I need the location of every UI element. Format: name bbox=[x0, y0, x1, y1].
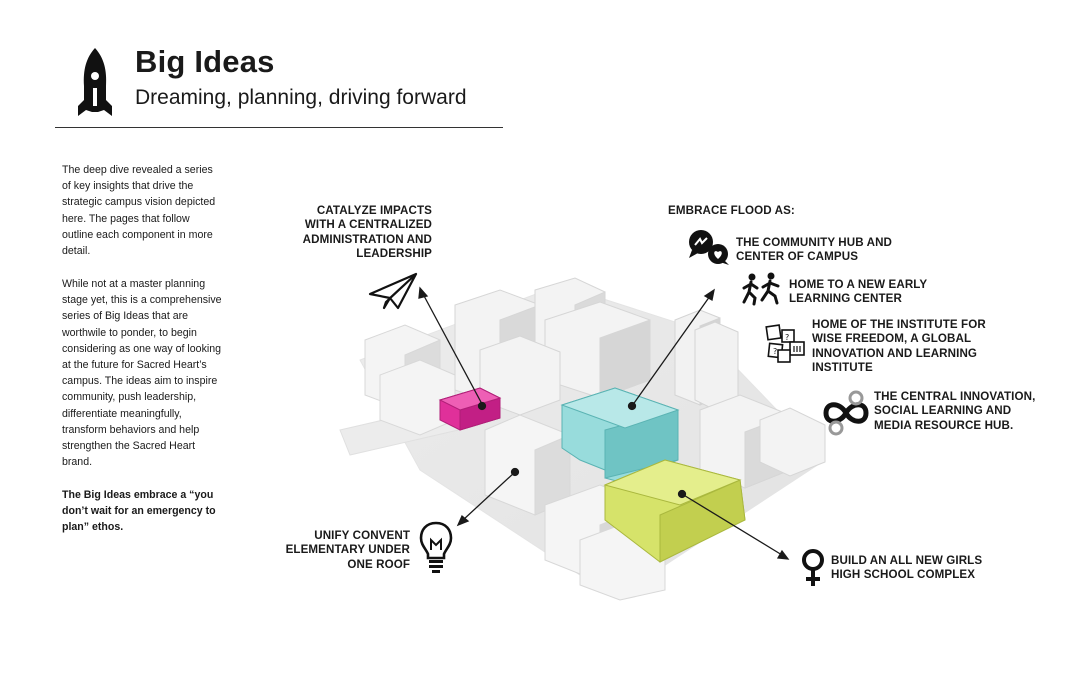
svg-text:?: ? bbox=[785, 333, 789, 342]
callout-central-innovation: THE CENTRAL INNOVATION, SOCIAL LEARNING … bbox=[874, 390, 1036, 432]
infinity-icon bbox=[823, 390, 869, 436]
header-divider bbox=[55, 127, 503, 128]
callout-catalyze-impacts: CATALYZE IMPACTS WITH A CENTRALIZED ADMI… bbox=[302, 204, 432, 261]
buildings-right-cluster bbox=[699, 394, 826, 489]
buildings-tall-right bbox=[674, 309, 739, 411]
buildings-left-cluster bbox=[364, 324, 456, 436]
leader-lines bbox=[418, 286, 790, 560]
page-title: Big Ideas bbox=[135, 44, 275, 79]
flood-hub-block bbox=[560, 387, 680, 483]
girls-high-school-block bbox=[603, 459, 746, 563]
female-symbol-icon bbox=[802, 549, 824, 586]
intro-paragraph-1: The deep dive revealed a series of key i… bbox=[62, 164, 216, 258]
administration-block bbox=[438, 387, 502, 431]
callout-embrace-flood-heading: EMBRACE FLOOD AS: bbox=[668, 204, 795, 217]
running-children-icon bbox=[742, 272, 780, 306]
intro-paragraph-3: The Big Ideas embrace a “you don’t wait … bbox=[62, 489, 216, 534]
rocket-icon bbox=[78, 48, 112, 116]
callout-girls-high-school: BUILD AN ALL NEW GIRLS HIGH SCHOOL COMPL… bbox=[831, 554, 983, 582]
intro-paragraph-2: While not at a master planning stage yet… bbox=[62, 278, 222, 469]
chat-bubbles-icon bbox=[689, 230, 729, 265]
paper-airplane-icon bbox=[368, 272, 418, 310]
callout-unify-convent: UNIFY CONVENT ELEMENTARY UNDER ONE ROOF bbox=[285, 529, 410, 571]
callout-institute-wise-freedom: HOME OF THE INSTITUTE FOR WISE FREEDOM, … bbox=[812, 318, 986, 375]
sticky-notes-icon: ? ? bbox=[765, 324, 805, 363]
svg-text:?: ? bbox=[773, 347, 777, 356]
lightbulb-icon bbox=[419, 521, 453, 573]
page-subtitle: Dreaming, planning, driving forward bbox=[135, 86, 467, 109]
callout-community-hub: THE COMMUNITY HUB AND CENTER OF CAMPUS bbox=[736, 236, 893, 264]
callout-early-learning: HOME TO A NEW EARLY LEARNING CENTER bbox=[789, 278, 928, 306]
